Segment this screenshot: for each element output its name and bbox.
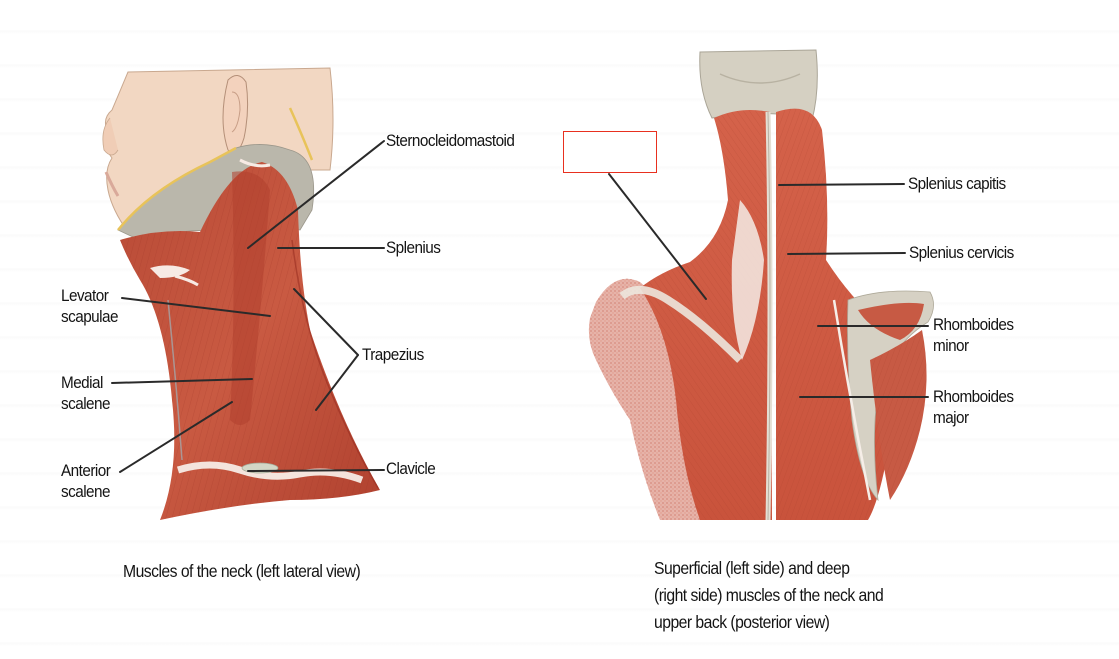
left-neck-illustration	[102, 67, 380, 520]
label-clavicle: Clavicle	[386, 459, 436, 478]
caption-left-figure: Muscles of the neck (left lateral view)	[123, 561, 361, 581]
blank-answer-box[interactable]	[563, 131, 657, 173]
left-leader-lines	[111, 140, 385, 473]
label-trapezius: Trapezius	[362, 345, 424, 364]
label-splenius-cervicis: Splenius cervicis	[909, 243, 1014, 262]
label-anterior-scalene: Anterior scalene	[61, 461, 111, 501]
caption-right-figure: Superficial (left side) and deep (right …	[654, 558, 884, 632]
label-levator-scapulae: Levator scapulae	[61, 286, 118, 326]
label-rhomboides-minor: Rhomboides minor	[933, 315, 1014, 355]
label-splenius: Splenius	[386, 238, 441, 257]
label-medial-scalene: Medial scalene	[61, 373, 111, 413]
label-sternocleidomastoid: Sternocleidomastoid	[386, 131, 515, 150]
label-splenius-capitis: Splenius capitis	[908, 174, 1006, 193]
right-back-illustration	[588, 49, 934, 521]
label-rhomboides-major: Rhomboides major	[933, 387, 1014, 427]
right-leader-lines	[608, 173, 929, 398]
